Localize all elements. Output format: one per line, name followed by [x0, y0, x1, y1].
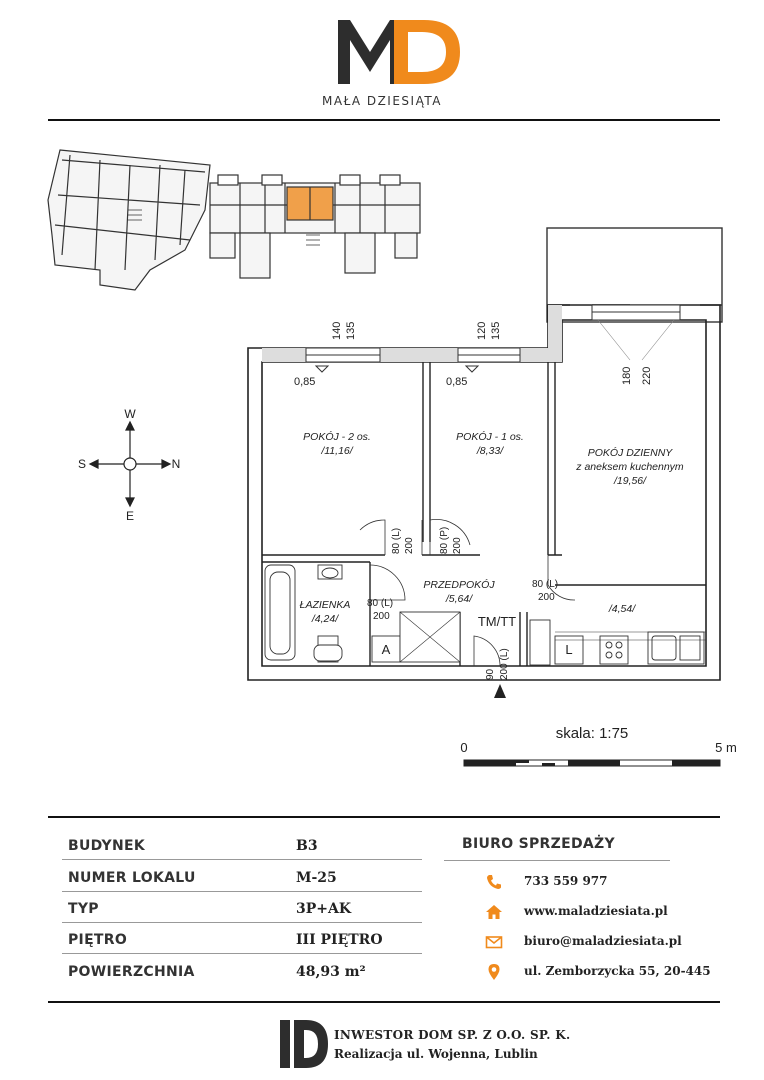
scale-bar — [463, 759, 721, 767]
header-divider — [48, 119, 720, 121]
window-2-sill: 0,85 — [446, 376, 467, 388]
window-3-width: 180 — [621, 367, 633, 385]
room-2-area: /8,33/ — [476, 445, 504, 457]
info-key: TYP — [68, 901, 99, 917]
window-3-height: 220 — [641, 367, 653, 385]
entrance-arrow-icon — [494, 684, 506, 698]
location-pin-icon — [488, 964, 500, 980]
sales-office-title: BIURO SPRZEDAŻY — [462, 836, 615, 852]
info-key: NUMER LOKALU — [68, 870, 196, 886]
compass-n: N — [172, 457, 181, 471]
address: ul. Zemborzycka 55, 20-445 — [524, 964, 711, 978]
scale-start: 0 — [460, 740, 467, 755]
home-icon — [486, 905, 502, 919]
room-6-area: /4,54/ — [608, 603, 636, 615]
door-1-width: 80 (L) — [391, 528, 402, 554]
website-link[interactable]: www.maladziesiata.pl — [524, 904, 668, 918]
compass-icon — [88, 420, 172, 508]
windows — [305, 304, 681, 373]
sales-divider — [444, 860, 670, 861]
room-2-name: POKÓJ - 1 os. — [456, 430, 524, 443]
plan-divider — [48, 816, 720, 818]
window-1-sill: 0,85 — [294, 376, 315, 388]
info-row-area: POWIERZCHNIA 48,93 m² — [62, 958, 422, 986]
investor-name: INWESTOR DOM SP. Z O.O. SP. K. — [334, 1028, 571, 1042]
door-4-height: 200 — [373, 611, 390, 622]
room-4-area: /5,64/ — [445, 593, 473, 605]
brand-name: MAŁA DZIESIĄTA — [322, 94, 442, 108]
md-logo — [338, 20, 460, 84]
investor-project: Realizacja ul. Wojenna, Lublin — [334, 1047, 538, 1061]
door-3-height: 200 — [538, 592, 555, 603]
phone-icon — [487, 875, 501, 889]
info-row-type: TYP 3P+AK — [62, 895, 422, 923]
door-5-width: 90 — [485, 668, 496, 680]
unit-info: BUDYNEK B3 NUMER LOKALU M-25 TYP 3P+AK P… — [48, 818, 720, 998]
info-value: 48,93 m² — [296, 964, 366, 980]
investor-logo — [280, 1020, 328, 1068]
tm-label: TM/TT — [478, 614, 516, 629]
room-3-name: POKÓJ DZIENNY — [588, 446, 674, 459]
info-row-unit-number: NUMER LOKALU M-25 — [62, 864, 422, 892]
window-1-width: 140 — [331, 322, 343, 340]
room-3-sub: z aneksem kuchennym — [575, 461, 684, 473]
door-5-height: 200 (L) — [499, 648, 510, 680]
scale-label: skala: 1:75 — [556, 725, 629, 742]
room-4-name: PRZEDPOKÓJ — [423, 578, 495, 591]
key-plan — [47, 149, 421, 291]
door-4-width: 80 (L) — [367, 598, 393, 609]
investor-footer: INWESTOR DOM SP. Z O.O. SP. K. Realizacj… — [0, 1012, 764, 1072]
door-1-height: 200 — [404, 537, 415, 554]
email-link[interactable]: biuro@maladziesiata.pl — [524, 934, 682, 948]
info-key: BUDYNEK — [68, 838, 146, 854]
mail-icon — [485, 936, 503, 949]
room-5-name: ŁAZIENKA — [300, 599, 351, 611]
info-value: III PIĘTRO — [296, 932, 383, 948]
info-value: B3 — [296, 838, 318, 854]
scale-end: 5 m — [715, 740, 737, 755]
info-divider — [48, 1001, 720, 1003]
interior-walls — [262, 362, 706, 666]
door-3-width: 80 (L) — [532, 579, 558, 590]
room-5-area: /4,24/ — [311, 613, 339, 625]
phone-number: 733 559 977 — [524, 874, 608, 888]
window-2-width: 120 — [476, 322, 488, 340]
floor-plan: W E S N 140 135 120 135 180 220 0,85 0,8… — [0, 130, 764, 800]
fridge-l-label: L — [565, 642, 572, 657]
info-value: 3P+AK — [296, 901, 352, 917]
brand-header: MAŁA DZIESIĄTA — [0, 0, 764, 120]
room-1-name: POKÓJ - 2 os. — [303, 430, 371, 443]
compass-s: S — [78, 457, 86, 471]
door-2-width: 80 (P) — [439, 527, 450, 554]
compass-e: E — [126, 509, 134, 523]
window-1-height: 135 — [345, 322, 357, 340]
wardrobe-a-label: A — [382, 642, 391, 657]
compass-w: W — [124, 407, 136, 421]
info-row-building: BUDYNEK B3 — [62, 832, 422, 860]
info-value: M-25 — [296, 870, 337, 886]
exterior-walls — [247, 304, 721, 681]
fixtures — [264, 564, 706, 666]
room-3-area: /19,56/ — [613, 475, 647, 487]
door-2-height: 200 — [452, 537, 463, 554]
info-key: POWIERZCHNIA — [68, 964, 195, 980]
window-2-height: 135 — [490, 322, 502, 340]
doors — [359, 519, 576, 667]
room-1-area: /11,16/ — [320, 445, 353, 457]
info-key: PIĘTRO — [68, 932, 128, 948]
info-row-floor: PIĘTRO III PIĘTRO — [62, 926, 422, 954]
